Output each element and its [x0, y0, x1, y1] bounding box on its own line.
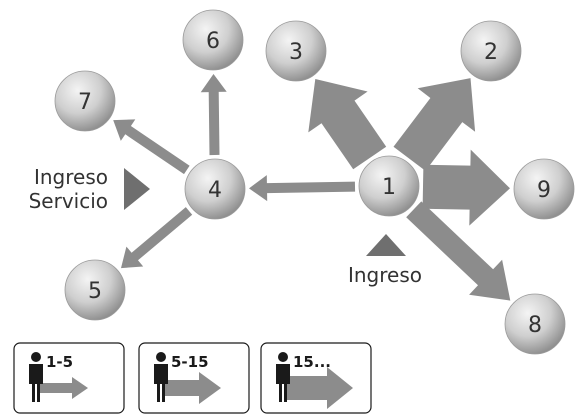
arrow-1-to-8	[406, 201, 511, 301]
node-sphere	[504, 293, 566, 355]
node-5: 5	[64, 259, 126, 321]
node-sphere	[513, 158, 575, 220]
node-sphere	[54, 70, 116, 132]
ingreso-servicio-marker	[124, 168, 150, 210]
person-icon	[154, 352, 168, 402]
node-sphere	[182, 9, 244, 71]
node-sphere	[265, 20, 327, 82]
legend-arrow	[165, 372, 221, 404]
legend-arrow	[40, 377, 88, 399]
legend-item-2: 5-15	[138, 342, 250, 414]
node-3: 3	[265, 20, 327, 82]
node-label: 3	[289, 40, 303, 65]
node-label: 6	[206, 29, 220, 54]
person-icon	[276, 352, 290, 402]
arrow-1-to-4	[249, 175, 356, 202]
ingreso-servicio-label-line1: Ingreso	[34, 165, 108, 189]
ingreso-servicio-label-line2: Servicio	[29, 189, 108, 213]
ingreso-label: Ingreso	[348, 263, 422, 287]
node-label: 7	[78, 90, 92, 115]
node-label: 4	[208, 178, 222, 203]
legend-item-1: 1-5	[13, 342, 125, 414]
legend-label: 15...	[293, 353, 331, 371]
node-label: 8	[528, 313, 542, 338]
legend-box	[13, 342, 125, 414]
node-label: 9	[537, 178, 551, 203]
node-sphere	[460, 20, 522, 82]
arrow-4-to-7	[113, 119, 190, 175]
legend-label: 1-5	[46, 353, 73, 371]
node-6: 6	[182, 9, 244, 71]
arrow-1-to-3	[308, 79, 387, 170]
node-label: 2	[484, 40, 498, 65]
node-label: 5	[88, 279, 102, 304]
node-sphere	[64, 259, 126, 321]
node-sphere	[358, 155, 420, 217]
nodes-layer: 1 2 3 4 5 6 7 8 9	[54, 9, 575, 355]
ingreso-marker	[366, 234, 406, 256]
arrow-1-to-9	[422, 149, 510, 226]
node-1: 1	[358, 155, 420, 217]
node-label: 1	[382, 175, 396, 200]
legend: 1-5 5-15 15...	[13, 342, 372, 414]
legend-arrow	[287, 367, 353, 409]
legend-item-3: 15...	[260, 342, 372, 414]
arrow-4-to-6	[200, 74, 227, 156]
node-8: 8	[504, 293, 566, 355]
person-icon	[29, 352, 43, 402]
node-4: 4	[184, 158, 246, 220]
arrows-layer	[113, 74, 511, 301]
node-2: 2	[460, 20, 522, 82]
arrow-4-to-5	[121, 207, 193, 269]
arrow-1-to-2	[393, 78, 476, 171]
node-sphere	[184, 158, 246, 220]
node-7: 7	[54, 70, 116, 132]
legend-label: 5-15	[171, 353, 209, 371]
node-9: 9	[513, 158, 575, 220]
